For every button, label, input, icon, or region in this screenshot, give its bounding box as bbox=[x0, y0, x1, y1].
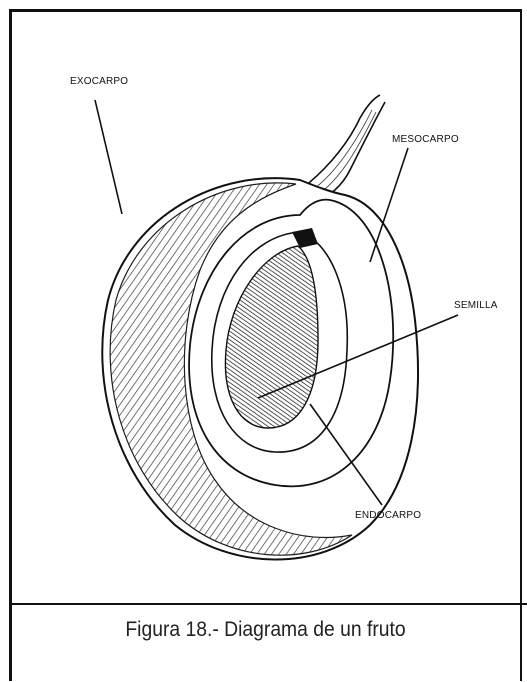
figure-caption: Figura 18.- Diagrama de un fruto bbox=[30, 618, 502, 642]
label-mesocarpo: MESOCARPO bbox=[392, 134, 459, 145]
label-exocarpo: EXOCARPO bbox=[70, 76, 128, 87]
label-endocarpo: ENDOCARPO bbox=[355, 510, 421, 521]
label-semilla: SEMILLA bbox=[454, 300, 498, 311]
leader-exocarpo bbox=[95, 100, 122, 214]
